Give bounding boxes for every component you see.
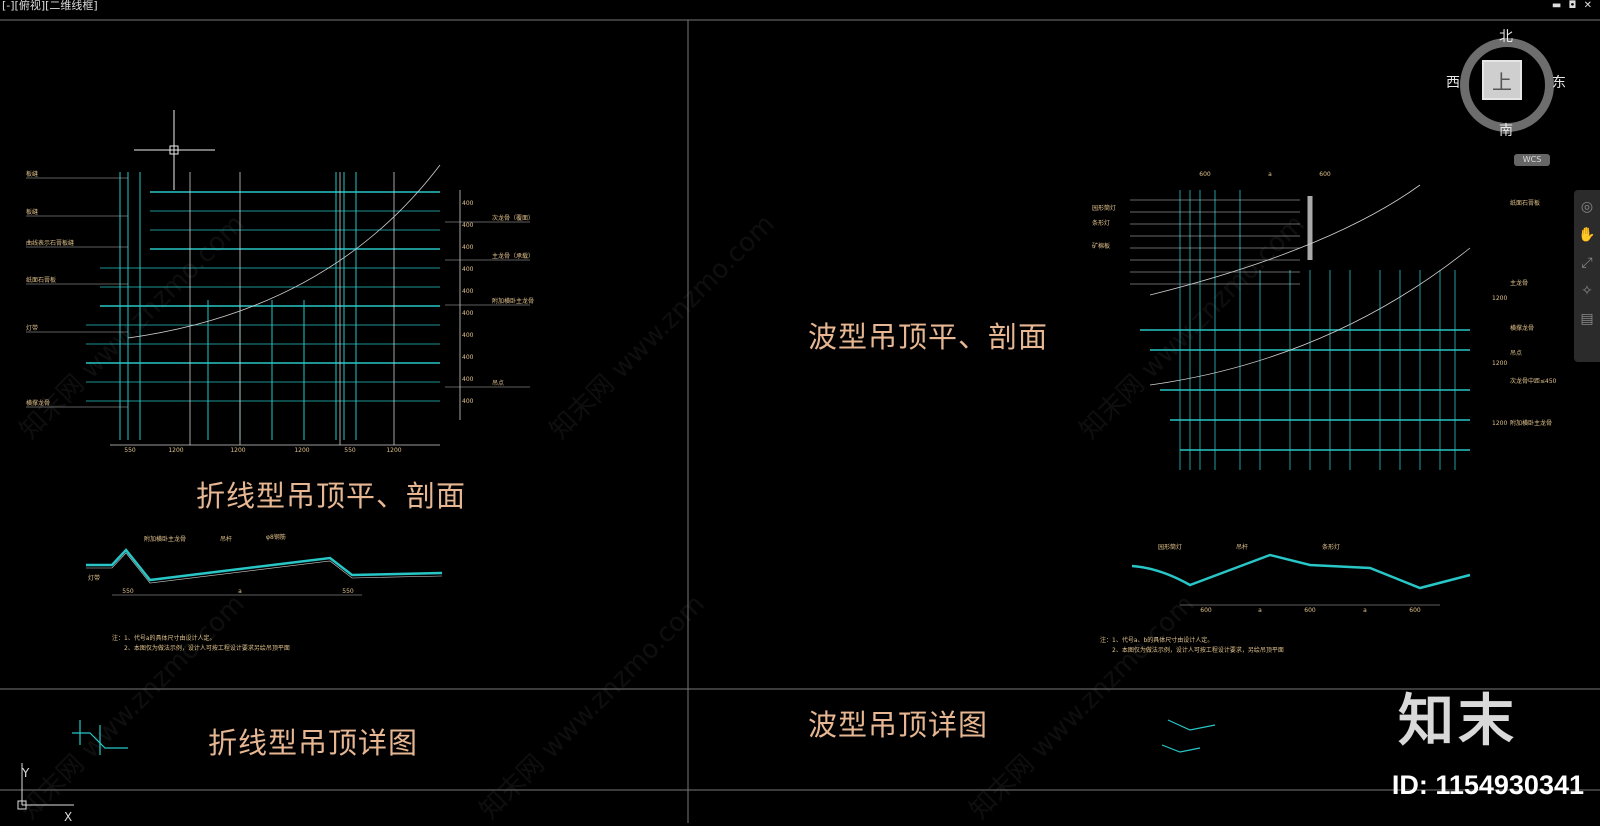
callout-label-left: 纸面石膏板 (26, 276, 56, 284)
note-text: 2、本图仅为做法示例，设计人可按工程设计要求另绘吊顶平面 (124, 644, 290, 652)
callout-label-right: 次龙骨中距≤450 (1510, 377, 1557, 385)
dimension-text: 1200 (168, 447, 183, 454)
viewcube-top-face[interactable]: 上 (1482, 60, 1522, 100)
dimension-text: a (238, 588, 242, 595)
section-callout-label: 灯带 (88, 574, 100, 582)
dimension-text: 400 (462, 200, 474, 207)
dimension-text: 1200 (294, 447, 309, 454)
section-callout-label: 条形灯 (1322, 543, 1340, 551)
compass-south[interactable]: 南 (1499, 123, 1513, 139)
dimension-text: a (1363, 607, 1367, 614)
navigation-bar[interactable]: ◎ ✋ ⤢ ✧ ▤ (1574, 190, 1600, 362)
callout-label-right: 横撑龙骨 (1510, 324, 1534, 332)
callout-label-left: 横撑龙骨 (26, 399, 50, 407)
steering-wheel-icon[interactable]: ◎ (1580, 199, 1594, 215)
section-callout-label: 附加横卧主龙骨 (144, 535, 186, 543)
callout-label-right: 吊点 (1510, 349, 1522, 357)
callout-label-right: 附加横卧主龙骨 (492, 297, 534, 305)
panel-frames (0, 19, 1600, 823)
dimension-text: 1200 (1492, 360, 1507, 367)
callout-label-right: 主龙骨（承载） (492, 252, 534, 260)
section-callout-label: 吊杆 (220, 535, 232, 543)
dimension-text: 550 (344, 447, 356, 454)
compass-north[interactable]: 北 (1499, 29, 1513, 45)
dimension-text: 1200 (386, 447, 401, 454)
dimension-text: 400 (462, 222, 474, 229)
dimension-text: 400 (462, 376, 474, 383)
dimension-text: 400 (462, 354, 474, 361)
compass-west[interactable]: 西 (1446, 75, 1460, 91)
zigzag-detail-title: 折线型吊顶详图 (208, 726, 419, 760)
dimension-text: 400 (462, 398, 474, 405)
wave-plan-title: 波型吊顶平、剖面 (808, 320, 1049, 354)
callout-label-right: 附加横卧主龙骨 (1510, 419, 1552, 427)
dimension-text: 600 (1200, 607, 1212, 614)
dimension-text: a (1258, 607, 1262, 614)
dimension-text: a (1268, 171, 1272, 178)
callout-label-right: 主龙骨 (1510, 279, 1528, 287)
callout-label-left: 板缝 (26, 170, 38, 178)
crosshair-cursor (134, 110, 215, 190)
viewcube[interactable]: 上 北 南 西 东 (1446, 29, 1566, 140)
dimension-text: 600 (1304, 607, 1316, 614)
dimension-text: 400 (462, 332, 474, 339)
dimension-text: 400 (462, 266, 474, 273)
callout-label-left: 板缝 (26, 208, 38, 216)
callout-label-left: 灯带 (26, 324, 38, 332)
compass-east[interactable]: 东 (1552, 75, 1566, 91)
dimension-text: 1200 (1492, 295, 1507, 302)
dimension-text: 1200 (230, 447, 245, 454)
section-callout-label: 园形筒灯 (1158, 543, 1182, 551)
callout-label-right: 吊点 (492, 379, 504, 387)
ucs-x-label: X (64, 810, 73, 824)
dimension-text: 1200 (1492, 420, 1507, 427)
image-id: ID: 1154930341 (1391, 770, 1584, 800)
dimension-text: 600 (1319, 171, 1331, 178)
section-callout-label: 吊杆 (1236, 543, 1248, 551)
note-text: 注：1、代号a、b的具体尺寸由设计人定。 (1100, 636, 1213, 644)
dimension-text: 400 (462, 310, 474, 317)
viewport-label[interactable]: [-][俯视][二维线框] (2, 0, 98, 12)
brand-logo: 知末 (1398, 689, 1518, 754)
wave-ceiling-section: 园形筒灯 吊杆 条形灯 600 a 600 a 600 注：1、代号a、b的具体尺寸由设计人定。… (1100, 543, 1471, 654)
compass-ring[interactable] (1460, 38, 1554, 132)
dimension-text: 600 (1409, 607, 1421, 614)
pan-icon[interactable]: ✋ (1578, 227, 1596, 243)
window-controls[interactable]: ▬ ◘ ✕ (1551, 0, 1594, 11)
callout-label-right: 次龙骨（覆面） (492, 214, 534, 222)
dimension-text: 550 (342, 588, 354, 595)
dimension-text: 550 (124, 447, 136, 454)
dimension-text: 400 (462, 288, 474, 295)
dimension-text: 400 (462, 244, 474, 251)
note-text: 注：1、代号a的具体尺寸由设计人定。 (112, 634, 216, 642)
section-callout-label: φ8钢筋 (266, 533, 286, 541)
callout-label-left: 曲线表示石膏板缝 (26, 239, 74, 247)
ucs-y-label: Y (22, 766, 30, 780)
callout-label-right: 纸面石膏板 (1510, 199, 1540, 207)
zigzag-plan-title: 折线型吊顶平、剖面 (196, 479, 467, 513)
callout-label-left: 条形灯 (1092, 219, 1110, 227)
callout-label-left: 园形筒灯 (1092, 204, 1116, 212)
wave-detail-thumbnail (1161, 719, 1216, 753)
note-text: 2、本图仅为做法示例，设计人可按工程设计要求，另绘吊顶平面 (1112, 646, 1284, 654)
ucs-icon (17, 763, 74, 810)
dimension-text: 550 (122, 588, 134, 595)
zigzag-detail-thumbnail (72, 720, 128, 755)
zoom-icon[interactable]: ⤢ (1581, 255, 1593, 271)
wcs-menu-button[interactable]: WCS (1514, 154, 1550, 166)
zigzag-ceiling-plan: 板缝板缝曲线表示石膏板缝纸面石膏板灯带横撑龙骨次龙骨（覆面）主龙骨（承载）附加横… (26, 164, 534, 454)
dimension-text: 600 (1199, 171, 1211, 178)
showmotion-icon[interactable]: ▤ (1580, 311, 1594, 327)
callout-label-left: 矿棉板 (1092, 242, 1110, 250)
orbit-icon[interactable]: ✧ (1581, 283, 1593, 299)
wave-detail-title: 波型吊顶详图 (808, 708, 989, 742)
